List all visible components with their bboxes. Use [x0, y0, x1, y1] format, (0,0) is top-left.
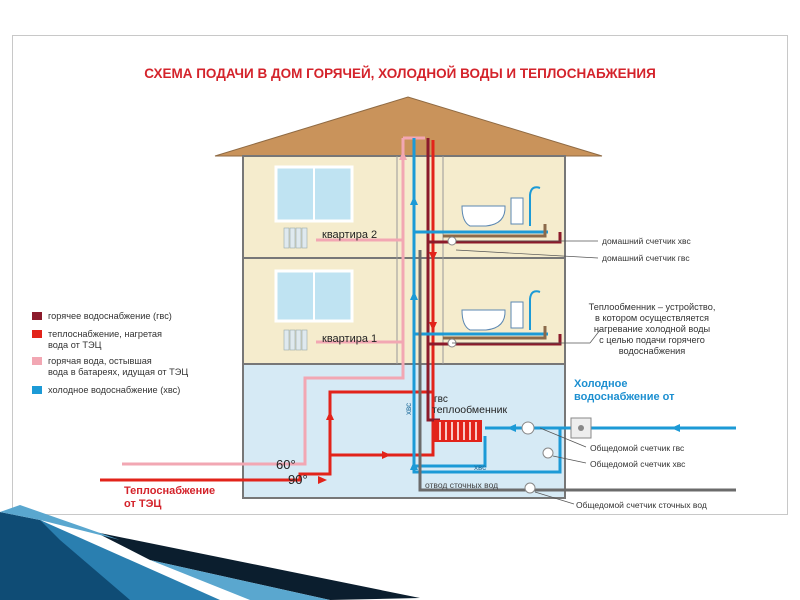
building-meter-sewer-label: Общедомой счетчик сточных вод: [576, 500, 707, 510]
house-roof: [214, 96, 603, 157]
heating-pipes: [100, 140, 435, 482]
flow-arrows: [318, 151, 680, 484]
exchanger-note-line-4: с целью подачи горячего: [599, 335, 705, 345]
cold-supply-line-2: водоснабжение от: [574, 391, 675, 403]
home-meter-hot-label: домашний счетчик гвс: [602, 253, 690, 263]
hvs-vertical-label: хвс: [404, 403, 413, 415]
building-meter-cold-label: Общедомой счетчик хвс: [590, 459, 686, 469]
legend: горячее водоснабжение (гвс) теплоснабжен…: [32, 311, 188, 395]
cold-water-inlet-valve: [570, 417, 592, 439]
exchanger-note-line-1: Теплообменник – устройство,: [589, 302, 716, 312]
leader-lines: [452, 240, 601, 505]
legend-swatch-hot-water: [32, 312, 42, 320]
heat-exchanger: [434, 420, 482, 442]
legend-heating-line-1: теплоснабжение, нагретая: [48, 329, 162, 339]
branch-pipes: [443, 224, 547, 340]
heat-supply-line-1: Теплоснабжение: [124, 485, 215, 497]
hvs-label: хвс: [474, 463, 486, 472]
window-floor-2: [274, 165, 354, 223]
legend-hot-water: горячее водоснабжение (гвс): [48, 311, 172, 321]
bath-fixture-floor-2: [461, 186, 541, 227]
diagram-title: СХЕМА ПОДАЧИ В ДОМ ГОРЯЧЕЙ, ХОЛОДНОЙ ВОД…: [144, 66, 656, 81]
legend-swatch-return: [32, 357, 42, 365]
gvs-label: гвс: [434, 394, 448, 405]
temp-90-label: 90°: [288, 472, 308, 487]
radiator-floor-1: [283, 329, 308, 351]
legend-heating-line-2: вода от ТЭЦ: [48, 340, 102, 350]
slide-decoration: [0, 505, 420, 600]
exchanger-note: Теплообменник – устройство, в котором ос…: [589, 302, 716, 356]
cold-supply-line-1: Холодное: [574, 378, 628, 390]
exchanger-note-line-2: в котором осуществляется: [595, 313, 709, 323]
home-meter-cold-label: домашний счетчик хвс: [602, 236, 691, 246]
sewer-outlet-label: отвод сточных вод: [425, 480, 498, 490]
meters: [447, 236, 554, 494]
legend-cold: холодное водоснабжение (хвс): [48, 385, 180, 395]
exchanger-note-line-3: нагревание холодной воды: [594, 324, 710, 334]
apartment-1-label: квартира 1: [322, 333, 377, 345]
window-floor-1: [274, 269, 354, 323]
exchanger-note-line-5: водоснабжения: [619, 346, 686, 356]
apartment-2-label: квартира 2: [322, 229, 377, 241]
exchanger-label: теплообменник: [432, 404, 507, 416]
radiator-floor-2: [283, 227, 308, 249]
building-meter-hot-label: Общедомой счетчик гвс: [590, 443, 685, 453]
bath-fixture-floor-1: [461, 290, 541, 331]
legend-swatch-cold: [32, 386, 42, 394]
legend-return-line-1: горячая вода, остывшая: [48, 356, 152, 366]
legend-swatch-heating: [32, 330, 42, 338]
heat-supply-line-2: от ТЭЦ: [124, 498, 161, 510]
temp-60-label: 60°: [276, 457, 296, 472]
sewer-pipe: [418, 250, 736, 492]
return-water-pipes: [122, 136, 425, 466]
legend-return-line-2: вода в батареях, идущая от ТЭЦ: [48, 367, 188, 377]
